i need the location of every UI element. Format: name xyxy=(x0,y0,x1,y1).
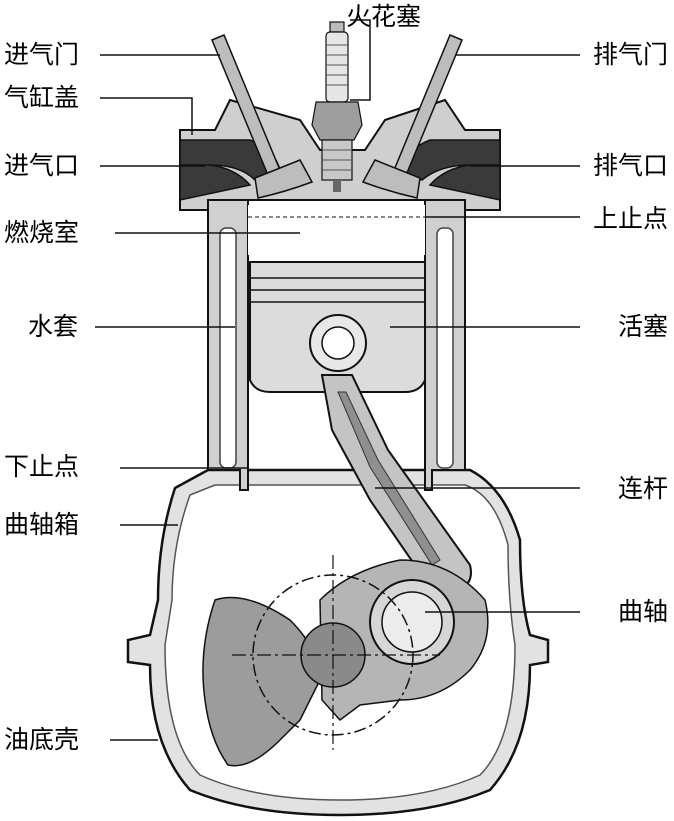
label-spark-plug: 火花塞 xyxy=(346,2,422,31)
exhaust-valve-head xyxy=(361,159,421,199)
label-oil-pan: 油底壳 xyxy=(4,725,80,754)
label-bottom-dead-center: 下止点 xyxy=(4,452,80,481)
water-jacket-right xyxy=(436,227,454,469)
combustion-chamber xyxy=(248,205,425,255)
label-exhaust-valve: 排气门 xyxy=(592,40,668,69)
label-piston: 活塞 xyxy=(617,312,668,341)
label-intake-valve: 进气门 xyxy=(4,40,80,69)
spark-plug-icon xyxy=(311,21,363,192)
label-crankcase: 曲轴箱 xyxy=(4,510,80,539)
label-crankshaft: 曲轴 xyxy=(617,597,668,626)
label-exhaust-port: 排气口 xyxy=(592,151,668,180)
connecting-rod-rib xyxy=(337,391,441,566)
intake-valve-head xyxy=(254,159,314,199)
leader-lines xyxy=(95,19,580,741)
water-jacket-left xyxy=(219,227,237,469)
label-top-dead-center: 上止点 xyxy=(592,204,668,233)
label-cylinder-head: 气缸盖 xyxy=(4,83,80,112)
label-combustion-chamber: 燃烧室 xyxy=(4,218,80,247)
label-intake-port: 进气口 xyxy=(4,151,80,180)
piston xyxy=(249,261,426,393)
label-connecting-rod: 连杆 xyxy=(617,474,668,503)
crank-pin-inner xyxy=(381,591,443,653)
label-water-jacket: 水套 xyxy=(28,312,79,341)
